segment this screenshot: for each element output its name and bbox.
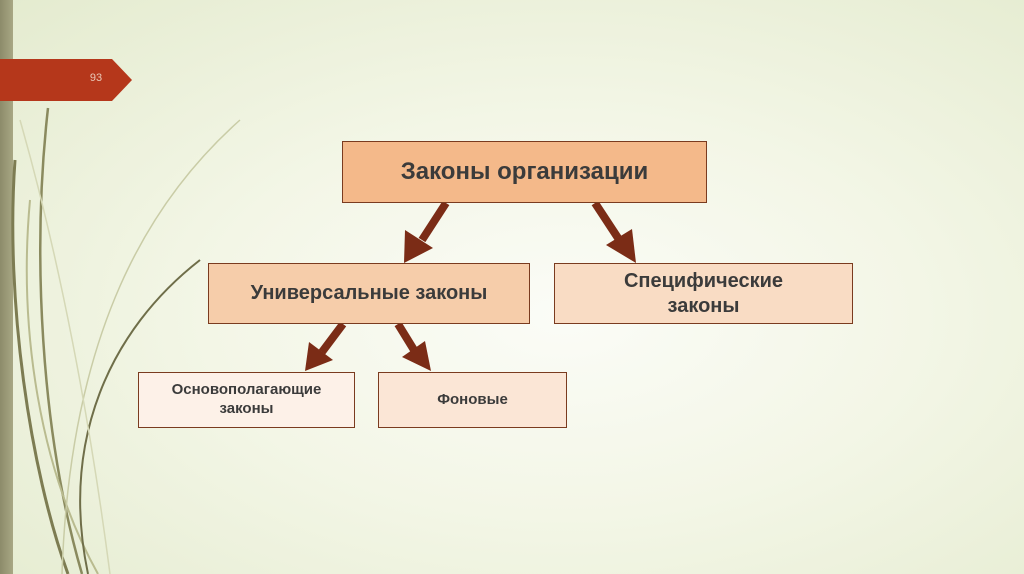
arrow-root-to-universal [418,200,450,243]
universal-laws-label: Универсальные законы [250,282,488,304]
arrowhead-specific [606,229,636,263]
arrowhead-background [402,341,431,371]
arrow-root-to-specific [591,200,622,241]
background-laws-box: Фоновые [378,372,567,428]
root-box: Законы организации [342,141,707,203]
fundamental-laws-label: Основополагающие законы [171,381,322,417]
page-number-tab [0,59,132,101]
arrowhead-fundamental [305,342,333,371]
specific-laws-box: Специфические законы [554,263,853,324]
arrow-universal-to-fundamental [318,321,347,355]
fundamental-laws-box: Основополагающие законы [138,372,355,428]
universal-laws-box: Универсальные законы [208,263,530,324]
root-label: Законы организации [400,158,649,185]
background-laws-label: Фоновые [437,390,508,408]
page-number: 93 [89,72,103,84]
specific-laws-label: Специфические законы [623,269,784,317]
left-strip [0,0,13,574]
arrowhead-universal [404,230,433,263]
arrow-universal-to-background [394,321,418,353]
